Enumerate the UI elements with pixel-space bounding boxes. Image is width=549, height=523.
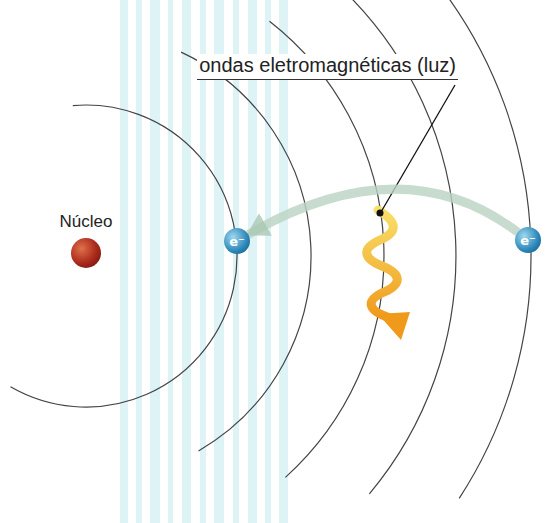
electron: e⁻ <box>224 228 250 254</box>
electron: e⁻ <box>515 227 541 253</box>
electron-symbol: e⁻ <box>229 234 245 249</box>
electron-symbol: e⁻ <box>520 233 536 248</box>
nucleus-label: Núcleo <box>56 212 117 232</box>
orbit-arcs <box>11 0 532 498</box>
light-wave <box>367 210 410 340</box>
nucleus-sphere <box>71 238 101 268</box>
nucleus: Núcleo <box>56 212 117 268</box>
transition-arrow <box>248 189 517 234</box>
callout-label: ondas eletromagnéticas (luz) <box>197 54 458 80</box>
